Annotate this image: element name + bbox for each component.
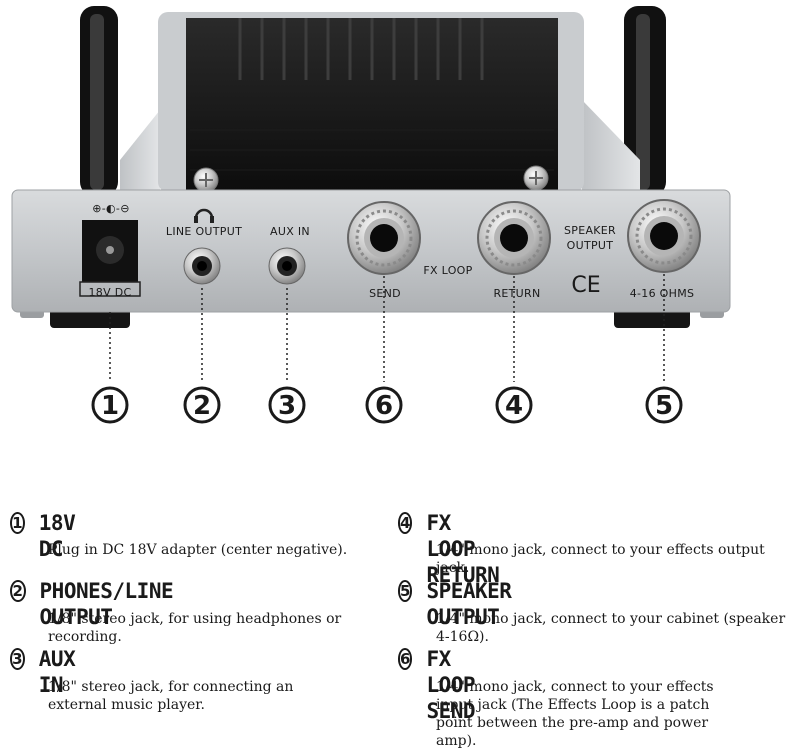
left-screw [193, 167, 219, 193]
legend-description: 1/4" mono jack, connect to your effects … [436, 679, 714, 749]
legend-title: SPEAKER OUTPUT [426, 579, 512, 629]
headphone-icon [194, 208, 214, 223]
legend-title: FX LOOP SEND [426, 647, 476, 723]
legend-number: 2 [10, 580, 26, 602]
right-screw [523, 165, 549, 191]
callout-5: 5 [645, 386, 683, 424]
fx-send-jack [347, 201, 421, 275]
legend-item-18v-dc: 1 18V DC [10, 510, 82, 562]
legend-title: FX LOOP RETURN [426, 511, 500, 587]
speaker-label-line-1: SPEAKER [564, 224, 616, 237]
ce-mark: CE [571, 273, 600, 298]
legend-description: 1/4" mono jack, connect to your effects … [436, 542, 765, 576]
callout-3: 3 [268, 386, 306, 424]
legend-description: Plug in DC 18V adapter (center negative)… [48, 542, 348, 558]
legend-number: 4 [398, 512, 413, 534]
fx-loop-label: FX LOOP [423, 264, 472, 277]
legend-number: 1 [10, 512, 25, 534]
legend-number: 6 [398, 648, 413, 670]
svg-text:2: 2 [193, 391, 211, 421]
ohms-label: 4-16 OHMS [630, 287, 695, 300]
svg-text:3: 3 [278, 391, 296, 421]
svg-text:1: 1 [101, 391, 119, 421]
legend-item-aux-in: 3 AUX IN [10, 646, 82, 698]
legend-description: 1/8" stereo jack, for using headphones o… [48, 611, 342, 645]
speaker-output-jack [627, 199, 701, 273]
legend-item-phones-line-output: 2 PHONES/LINE OUTPUT [10, 578, 180, 630]
right-side-slope [582, 100, 640, 190]
heatsink-housing [158, 12, 584, 192]
amplifier-back-panel-illustration: ⊕-◐-⊖ 18V DC LINE OUTPUT AUX IN SEND FX … [11, 6, 731, 424]
aux-in-jack [268, 247, 306, 285]
callout-1: 1 [91, 386, 129, 424]
legend-description: 1/8" stereo jack, for connecting an exte… [48, 679, 294, 713]
callout-2: 2 [183, 386, 221, 424]
leader-lines [109, 274, 665, 382]
legend-item-speaker-output: 5 SPEAKER OUTPUT [398, 578, 519, 630]
left-side-slope [120, 110, 160, 190]
legend-number: 5 [398, 580, 413, 602]
dc-polarity-symbol: ⊕-◐-⊖ [92, 202, 129, 215]
fx-return-jack [477, 201, 551, 275]
line-output-label: LINE OUTPUT [166, 225, 242, 238]
legend-item-fx-loop-send: 6 FX LOOP SEND [398, 646, 483, 724]
legend-title: AUX IN [38, 647, 76, 697]
svg-text:6: 6 [375, 391, 393, 421]
legend-description: 1/4" mono jack, connect to your cabinet … [436, 611, 786, 645]
dc-label: 18V DC [89, 286, 132, 299]
speaker-label-line-2: OUTPUT [567, 239, 614, 252]
legend-title: PHONES/LINE OUTPUT [39, 579, 174, 629]
return-label: RETURN [493, 287, 540, 300]
callout-6: 6 [365, 386, 403, 424]
callout-4: 4 [495, 386, 533, 424]
send-label: SEND [369, 287, 401, 300]
left-handle [80, 6, 118, 196]
legend-item-fx-loop-return: 4 FX LOOP RETURN [398, 510, 507, 588]
aux-in-label: AUX IN [270, 225, 310, 238]
line-output-jack [183, 247, 221, 285]
svg-text:4: 4 [505, 391, 523, 421]
legend-title: 18V DC [38, 511, 76, 561]
svg-text:5: 5 [655, 391, 673, 421]
right-handle [624, 6, 666, 196]
dc-jack: ⊕-◐-⊖ 18V DC [79, 202, 141, 299]
legend-number: 3 [10, 648, 25, 670]
